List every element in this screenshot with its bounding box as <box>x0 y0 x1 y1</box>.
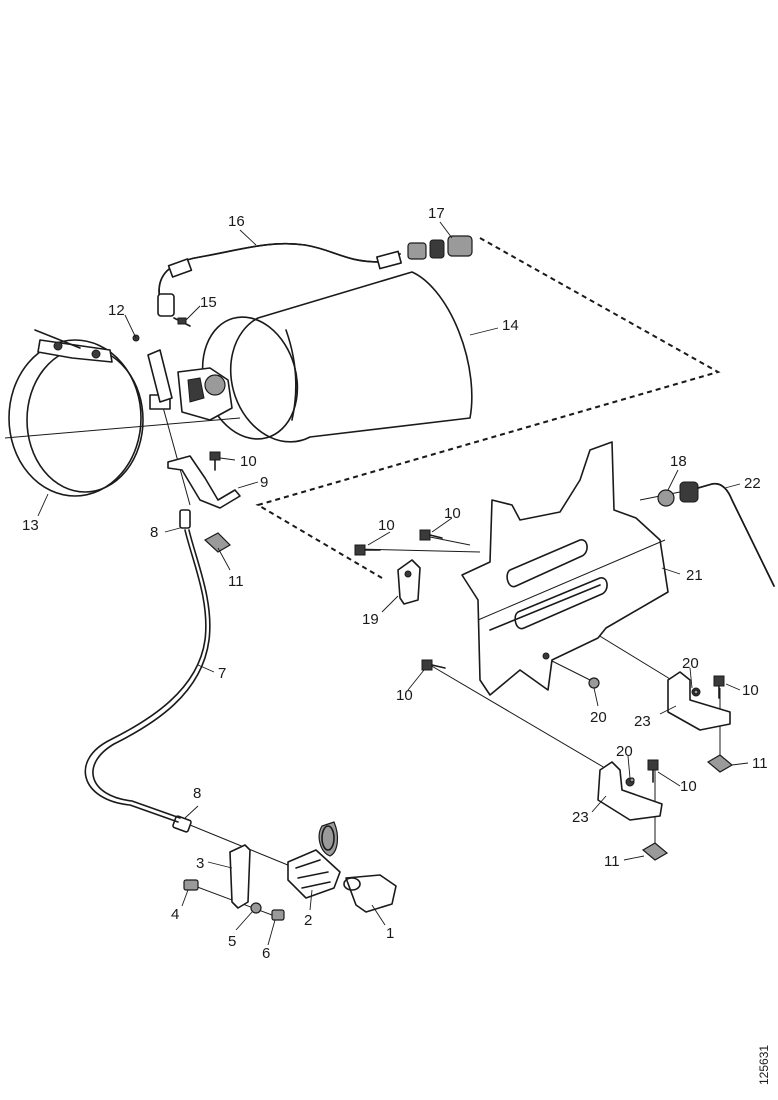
callout-20-lower: 20 <box>616 743 633 760</box>
callout-11-right-upper: 11 <box>752 755 768 772</box>
callout-9: 9 <box>260 474 268 491</box>
callout-14: 14 <box>502 317 519 334</box>
valve-head <box>149 367 233 421</box>
callout-labels: 1 2 3 4 5 6 7 8 8 9 10 10 10 10 10 10 11… <box>22 205 768 962</box>
bolt-group <box>209 451 725 783</box>
callout-5: 5 <box>228 933 236 950</box>
nut-20-upper <box>693 689 699 695</box>
callout-8-upper: 8 <box>150 524 158 541</box>
cable-fitting-group <box>172 509 192 833</box>
bolt-right-lower <box>647 759 659 783</box>
fastener-group <box>183 879 285 921</box>
callout-17: 17 <box>428 205 445 222</box>
callout-21: 21 <box>686 567 703 584</box>
mounting-plate <box>461 441 669 696</box>
callout-10-bracket-mid: 10 <box>444 505 461 522</box>
bracket-19 <box>397 559 421 605</box>
callout-15: 15 <box>200 294 217 311</box>
nut-20-center <box>588 677 600 689</box>
callout-10-upper: 10 <box>240 453 257 470</box>
callout-23-upper: 23 <box>634 713 651 730</box>
callout-8-lower: 8 <box>193 785 201 802</box>
callout-20-center: 20 <box>590 709 607 726</box>
bolt-bracket-mid <box>419 529 443 541</box>
support-bracket-upper <box>667 671 731 731</box>
nut-6 <box>271 909 285 921</box>
callout-19: 19 <box>362 611 379 628</box>
cable-fitting-lower <box>172 815 192 833</box>
cable-fitting-upper <box>179 509 191 529</box>
bolt-right-upper <box>713 675 725 699</box>
callout-10-bracket-left: 10 <box>378 517 395 534</box>
support-bracket-lower <box>597 761 663 821</box>
callout-10-right-upper: 10 <box>742 682 759 699</box>
bolt-bracket-left <box>354 544 381 556</box>
nut-group-20 <box>588 677 699 783</box>
callout-12: 12 <box>108 302 125 319</box>
mounting-strap-clamp <box>8 329 144 497</box>
screw-4 <box>183 879 199 891</box>
fire-extinguisher-cylinder <box>201 271 473 443</box>
callout-7: 7 <box>218 665 226 682</box>
hose-fitting <box>407 235 473 260</box>
assembly-dashed-lines <box>255 237 721 579</box>
callout-11-upper: 11 <box>228 573 244 590</box>
pull-handle-bracket <box>229 844 251 909</box>
callout-10-right-lower: 10 <box>680 778 697 795</box>
lever-bracket <box>167 455 241 509</box>
bolt-upper <box>209 451 221 471</box>
callout-4: 4 <box>171 906 179 923</box>
callout-23-lower: 23 <box>572 809 589 826</box>
nut-20-lower <box>629 777 635 783</box>
clip-nut-right-upper <box>706 754 734 773</box>
clip-nut-upper <box>203 532 231 553</box>
small-screw <box>173 317 191 327</box>
handle-housing <box>287 821 341 899</box>
callout-3: 3 <box>196 855 204 872</box>
callout-1: 1 <box>386 925 394 942</box>
washer-5 <box>250 902 262 914</box>
control-cable <box>84 529 211 823</box>
bolt-lower-left <box>421 659 446 671</box>
discharge-pipe <box>657 481 775 587</box>
callout-22: 22 <box>744 475 761 492</box>
callout-10-lower-left: 10 <box>396 687 413 704</box>
callout-16: 16 <box>228 213 245 230</box>
callout-2: 2 <box>304 912 312 929</box>
callout-20-upper: 20 <box>682 655 699 672</box>
callout-18: 18 <box>670 453 687 470</box>
figure-code: 125631 <box>757 1045 771 1085</box>
hose-line <box>157 242 402 317</box>
pull-handle <box>343 874 397 913</box>
callout-6: 6 <box>262 945 270 962</box>
clip-nut-group <box>203 532 734 861</box>
callout-13: 13 <box>22 517 39 534</box>
callout-leaders <box>37 221 749 946</box>
callout-11-right-lower: 11 <box>604 853 620 870</box>
clip-nut-right-lower <box>641 842 669 861</box>
